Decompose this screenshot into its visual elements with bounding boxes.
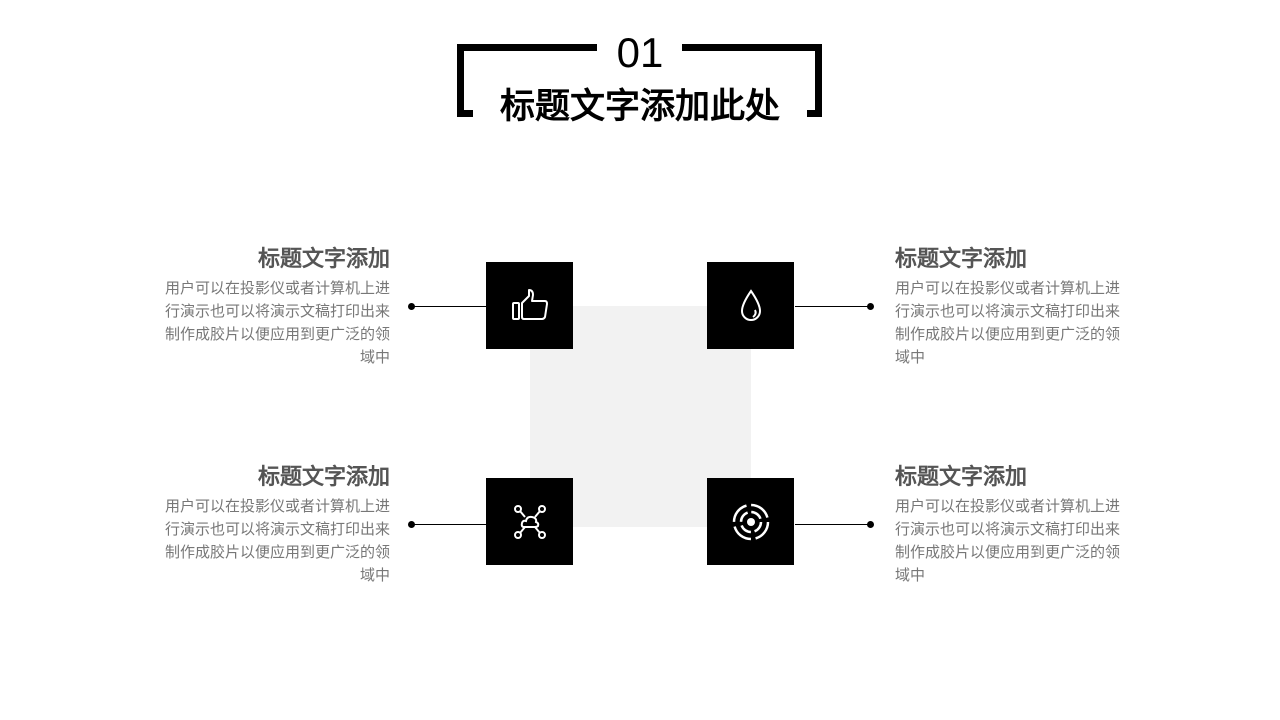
thumbs-up-icon <box>511 288 548 320</box>
item-title: 标题文字添加 <box>257 465 390 490</box>
item-bottom-right: 标题文字添加 用户可以在投影仪或者计算机上进行演示也可以将演示文稿打印出来制作成… <box>895 463 1125 587</box>
icon-box <box>707 478 794 565</box>
connector-dot <box>867 303 874 310</box>
page-title: 标题文字添加此处 <box>499 87 780 127</box>
section-number: 01 <box>616 29 664 76</box>
item-top-right: 标题文字添加 用户可以在投影仪或者计算机上进行演示也可以将演示文稿打印出来制作成… <box>895 245 1125 369</box>
item-body: 用户可以在投影仪或者计算机上进行演示也可以将演示文稿打印出来制作成胶片以便应用到… <box>164 279 390 366</box>
item-title: 标题文字添加 <box>895 247 1028 272</box>
item-title: 标题文字添加 <box>257 247 390 272</box>
item-body: 用户可以在投影仪或者计算机上进行演示也可以将演示文稿打印出来制作成胶片以便应用到… <box>895 497 1121 584</box>
icon-box <box>707 262 794 349</box>
connector-line <box>795 306 870 307</box>
item-bottom-left: 标题文字添加 用户可以在投影仪或者计算机上进行演示也可以将演示文稿打印出来制作成… <box>160 463 390 587</box>
cloud-network-icon <box>513 504 546 539</box>
item-body: 用户可以在投影仪或者计算机上进行演示也可以将演示文稿打印出来制作成胶片以便应用到… <box>164 497 390 584</box>
item-body: 用户可以在投影仪或者计算机上进行演示也可以将演示文稿打印出来制作成胶片以便应用到… <box>895 279 1121 366</box>
connector-line <box>411 306 486 307</box>
connector-dot <box>867 521 874 528</box>
water-drop-icon <box>740 288 761 321</box>
connector-line <box>411 524 486 525</box>
icon-box <box>486 478 573 565</box>
target-icon <box>732 503 769 540</box>
connector-line <box>795 524 870 525</box>
icon-box <box>486 262 573 349</box>
item-title: 标题文字添加 <box>895 465 1028 490</box>
item-top-left: 标题文字添加 用户可以在投影仪或者计算机上进行演示也可以将演示文稿打印出来制作成… <box>160 245 390 369</box>
